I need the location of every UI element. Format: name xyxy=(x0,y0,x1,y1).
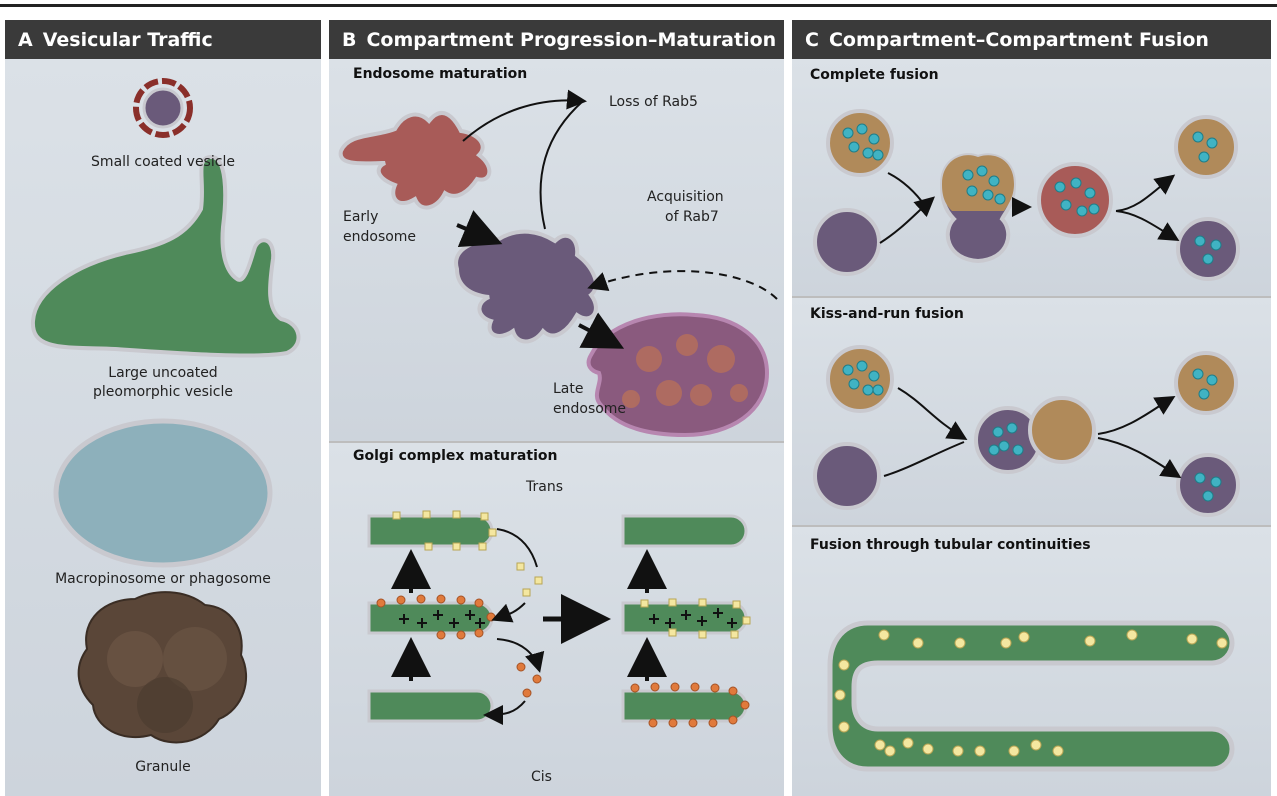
label-early-1: Early xyxy=(343,209,378,225)
label-trans: Trans xyxy=(526,479,563,495)
kiss-run-panel: Kiss-and-run fusion xyxy=(792,298,1271,525)
panel-c-title: Compartment–Compartment Fusion xyxy=(829,29,1209,51)
label-large-1: Large uncoated xyxy=(5,365,321,381)
golgi-panel: Golgi complex maturation xyxy=(329,443,784,796)
label-small-coated: Small coated vesicle xyxy=(5,154,321,170)
macropinosome xyxy=(56,421,270,565)
panel-b-letter: B xyxy=(342,29,356,51)
label-cis: Cis xyxy=(531,769,552,785)
panel-a-title: Vesicular Traffic xyxy=(43,29,213,51)
kiss-run-drawing xyxy=(792,298,1271,525)
label-large-2: pleomorphic vesicle xyxy=(5,384,321,400)
large-pleomorphic-vesicle xyxy=(33,157,299,356)
panel-c: C Compartment–Compartment Fusion Complet… xyxy=(792,20,1271,796)
label-acq-1: Acquisition xyxy=(647,189,724,205)
panel-c-header: C Compartment–Compartment Fusion xyxy=(792,20,1271,59)
label-late-1: Late xyxy=(553,381,583,397)
top-rule xyxy=(0,4,1277,7)
tubular-panel: Fusion through tubular continuities xyxy=(792,527,1271,796)
label-late-2: endosome xyxy=(553,401,626,417)
tubular-drawing xyxy=(792,527,1271,796)
panel-a-header: A Vesicular Traffic xyxy=(5,20,321,59)
panel-c-letter: C xyxy=(805,29,819,51)
panel-a: A Vesicular Traffic Small coated vesicle… xyxy=(5,20,321,796)
panel-a-letter: A xyxy=(18,29,33,51)
golgi-drawing xyxy=(329,443,784,796)
label-macropinosome: Macropinosome or phagosome xyxy=(5,571,321,587)
complete-fusion-panel: Complete fusion xyxy=(792,59,1271,296)
panel-b-title: Compartment Progression–Maturation xyxy=(366,29,776,51)
panel-b: B Compartment Progression–Maturation End… xyxy=(329,20,784,796)
label-acq-2: of Rab7 xyxy=(665,209,719,225)
panel-a-body: Small coated vesicle Large uncoated pleo… xyxy=(5,59,321,796)
panel-b-header: B Compartment Progression–Maturation xyxy=(329,20,784,59)
endosome-panel: Endosome maturation xyxy=(329,59,784,441)
intermediate-endosome xyxy=(456,232,596,342)
label-loss-rab5: Loss of Rab5 xyxy=(609,94,698,110)
label-early-2: endosome xyxy=(343,229,416,245)
early-endosome xyxy=(341,113,490,208)
complete-fusion-drawing xyxy=(792,59,1271,296)
label-granule: Granule xyxy=(5,759,321,775)
small-coated-vesicle xyxy=(136,81,190,135)
